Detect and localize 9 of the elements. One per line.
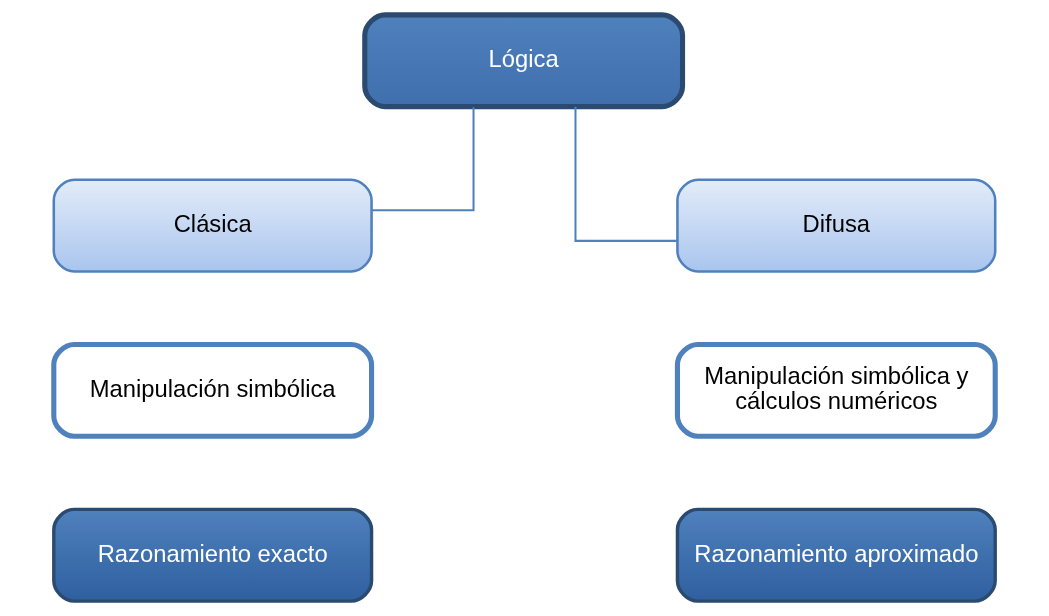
node-box: Clásica bbox=[52, 178, 373, 273]
node-box: Razonamiento aproximado bbox=[675, 507, 997, 603]
node-box: Difusa bbox=[676, 178, 997, 273]
node-box: Razonamiento exacto bbox=[52, 507, 374, 603]
connector bbox=[574, 106, 678, 242]
connector bbox=[371, 107, 475, 212]
node-box: Manipulación simbólica y cálculos numéricos bbox=[674, 341, 998, 439]
node-box: Lógica bbox=[362, 12, 686, 110]
node-box: Manipulación simbólica bbox=[51, 341, 375, 439]
